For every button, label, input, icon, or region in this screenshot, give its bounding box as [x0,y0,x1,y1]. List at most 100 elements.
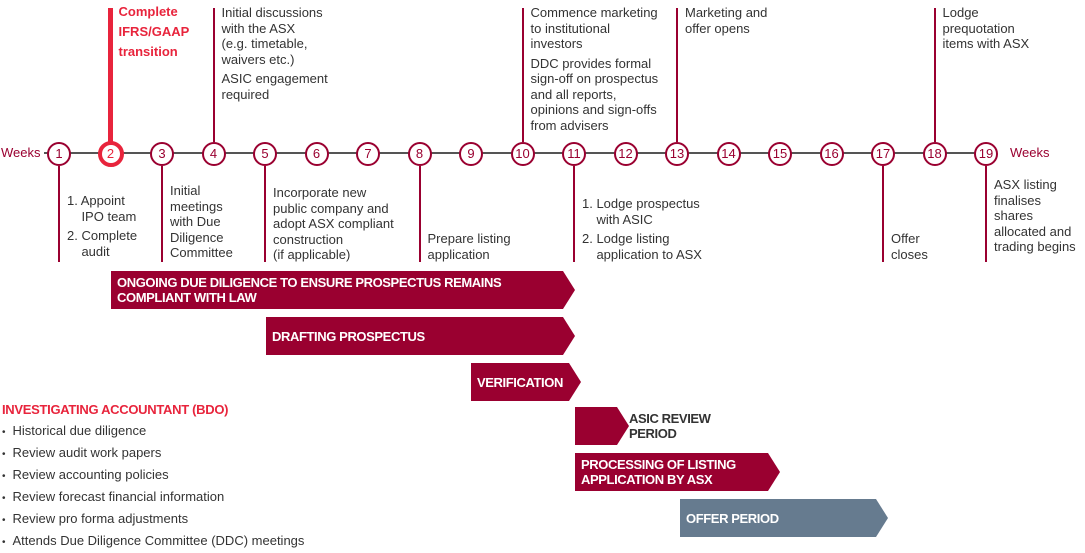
note-line: finalises [994,192,1041,208]
note-line: transition [118,44,178,59]
phase-label-line: DRAFTING PROSPECTUS [272,328,425,344]
phase-label-line: PERIOD [629,426,677,441]
note-block: 2. Lodge listing application to ASX [582,231,702,262]
note-line: IFRS/GAAP [118,24,190,39]
note-line: Incorporate new [273,185,367,200]
phase-label-line: OFFER PERIOD [686,510,779,526]
note-line: Complete [118,4,178,19]
investigating-accountant-title: INVESTIGATING ACCOUNTANT (BDO) [2,402,229,417]
note-line: Lodge [942,5,979,20]
connector-line [985,166,987,262]
note-line: Diligence [170,229,224,245]
note-line: Committee [170,245,233,260]
phase-bar-2: VERIFICATION [471,363,581,401]
note-line: prequotation [942,20,1015,36]
note-line: construction [273,231,344,247]
note-line: from advisers [530,117,609,133]
note-line: trading begins [994,239,1076,254]
connector-line [933,8,936,142]
connector-line [573,166,575,262]
phase-label-line: PROCESSING OF LISTING [581,457,736,472]
connector-line [882,166,884,262]
phase-label: DRAFTING PROSPECTUS [272,329,425,344]
note-line: audit [67,243,110,259]
week-marker-1: 1 [47,142,71,166]
week-marker-17: 17 [871,142,895,166]
list-item: Review pro forma adjustments [2,509,304,531]
week-marker-12: 12 [613,142,638,166]
note-line: 1. Lodge prospectus [582,196,700,211]
weeks-label-left: Weeks [1,145,41,160]
week-marker-16: 16 [819,142,844,166]
note-block: 1. Lodge prospectus with ASIC [582,196,702,227]
week-marker-9: 9 [459,142,483,166]
phase-label: VERIFICATION [477,375,563,390]
phase-label-line: VERIFICATION [477,374,563,390]
phase-label-line: COMPLIANT WITH LAW [117,290,257,305]
note-line: ASX listing [994,177,1057,192]
note-line: investors [530,36,583,51]
note-line: application to ASX [582,246,702,262]
connector-line [264,166,266,262]
phase-bar-1: DRAFTING PROSPECTUS [266,317,575,355]
list-item: Review accounting policies [2,465,304,487]
note-line: to institutional [530,20,611,36]
connector-line [161,166,163,262]
note-line: waivers etc.) [221,51,295,67]
note-line: items with ASX [942,36,1030,51]
week-marker-7: 7 [356,142,380,166]
note-line: meetings [170,198,223,214]
note-line: 2. Complete [67,228,138,243]
note-line: Prepare listing [427,231,511,246]
phase-bar-5: OFFER PERIOD [680,499,888,537]
connector-line [521,8,524,142]
note-line: Offer [891,231,920,246]
connector-line [676,8,678,142]
note-line: ASIC engagement [221,71,328,86]
note-line: closes [891,246,928,262]
week-marker-6: 6 [304,142,329,166]
week-marker-3: 3 [150,142,174,166]
note-line: with ASIC [582,211,653,227]
week-marker-10: 10 [510,142,535,166]
phase-label: ONGOING DUE DILIGENCE TO ENSURE PROSPECT… [117,275,501,305]
week-marker-5: 5 [253,142,277,166]
note-line: allocated and [994,223,1072,239]
note-block: 2. Complete audit [67,228,137,259]
note-line: public company and [273,200,389,216]
note-line: with the ASX [221,20,296,36]
week-marker-15: 15 [768,142,792,166]
note-line: 2. Lodge listing [582,231,670,246]
note-line: and all reports, [530,86,617,102]
connector-line [108,8,113,142]
note-line: offer opens [685,20,750,36]
weeks-label-right: Weeks [1010,145,1050,160]
note-line: with Due [170,214,221,229]
note-line: (if applicable) [273,247,351,262]
note-line: Initial discussions [221,5,323,20]
note-line: required [221,86,270,102]
phase-bar-3 [575,407,629,445]
week-marker-2: 2 [97,141,124,167]
list-item: Historical due diligence [2,421,304,443]
phase-label-line: APPLICATION BY ASX [581,472,713,487]
